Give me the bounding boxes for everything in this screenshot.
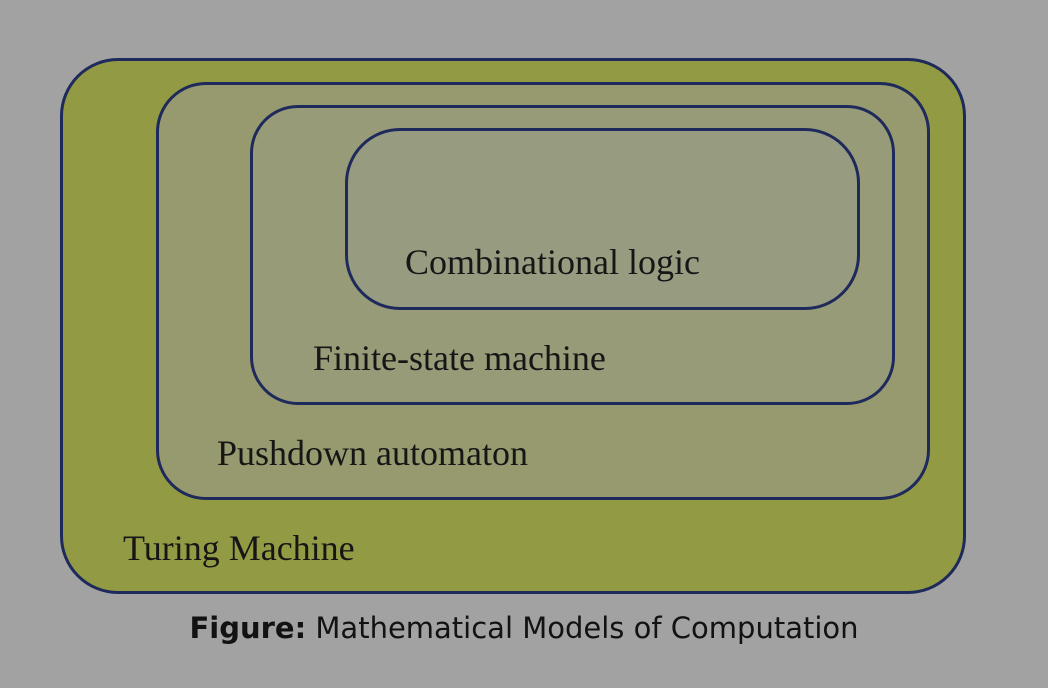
combinational-logic-label: Combinational logic bbox=[405, 242, 700, 282]
finite-state-machine-label: Finite-state machine bbox=[313, 338, 606, 378]
caption-text: Mathematical Models of Computation bbox=[315, 611, 859, 645]
pushdown-automaton-label: Pushdown automaton bbox=[217, 433, 528, 473]
turing-machine-label: Turing Machine bbox=[123, 528, 355, 568]
combinational-logic-box bbox=[345, 128, 860, 310]
caption-prefix: Figure: bbox=[189, 611, 307, 645]
figure-caption: Figure: Mathematical Models of Computati… bbox=[0, 614, 1048, 643]
